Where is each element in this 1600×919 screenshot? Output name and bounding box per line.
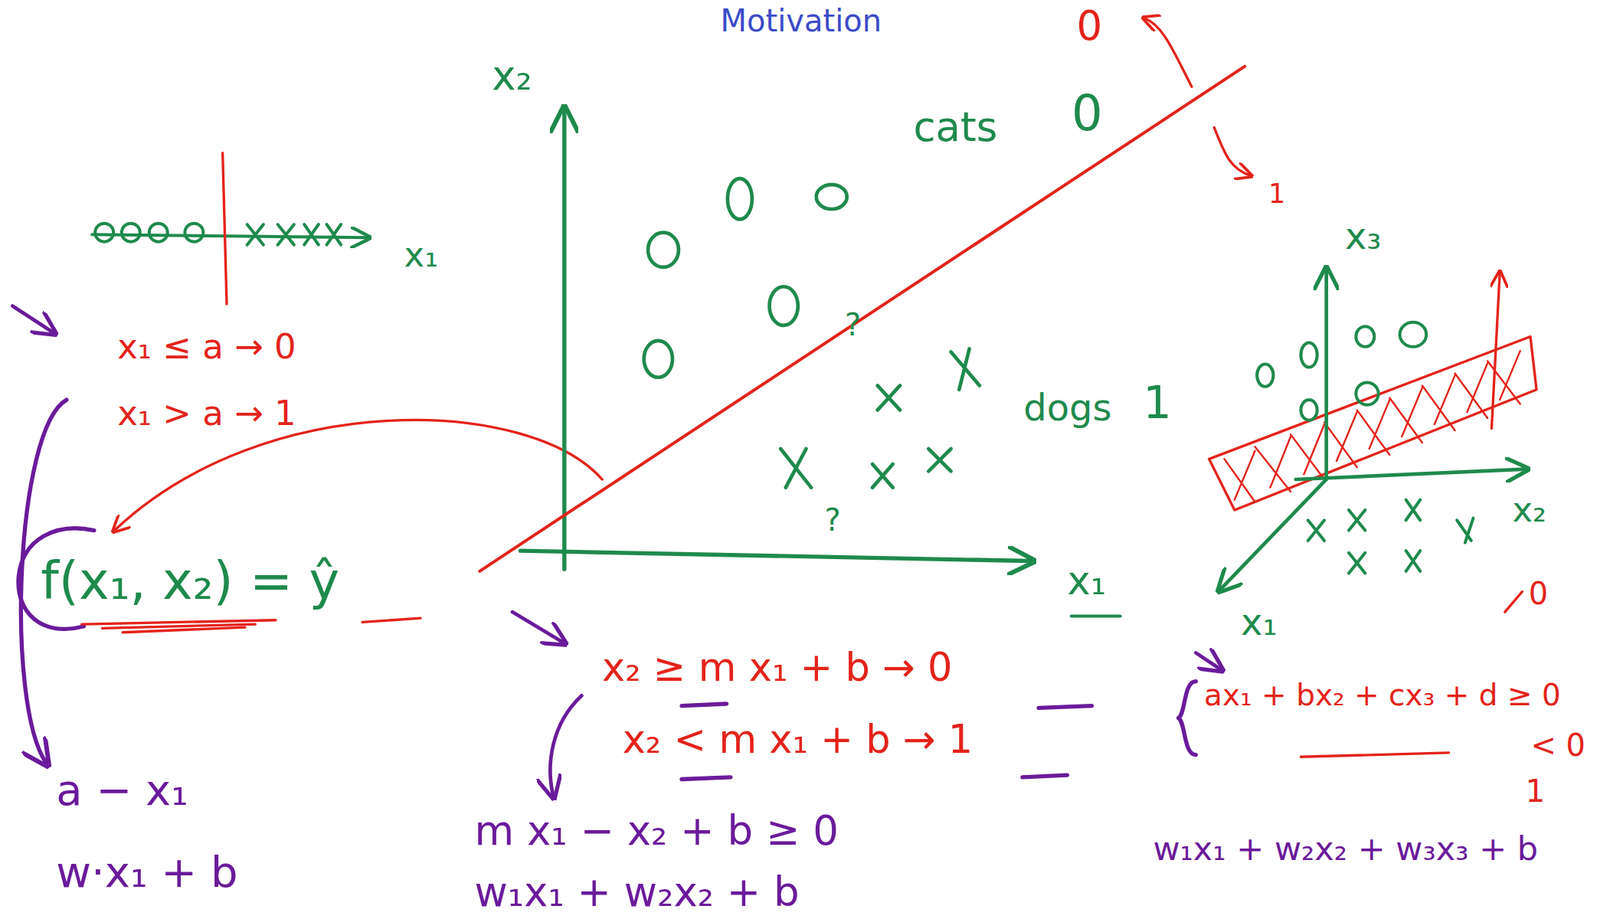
expression: w₁x₁ + w₂x₂ + w₃x₃ + b bbox=[1152, 830, 1538, 868]
normal-arrow bbox=[1491, 273, 1500, 429]
axis-label: x₃ bbox=[1344, 215, 1382, 258]
pointer-arrow bbox=[549, 695, 582, 796]
small-arrow bbox=[1505, 591, 1523, 612]
axis-label: x₁ bbox=[1067, 559, 1107, 605]
expression: m x₁ − x₂ + b ≥ 0 bbox=[474, 808, 839, 855]
plane-hatch bbox=[1224, 350, 1521, 502]
axis-label: x₂ bbox=[1511, 490, 1547, 531]
cat-points bbox=[1256, 322, 1427, 421]
pointer-arrow bbox=[1195, 652, 1221, 669]
axis-label: x₁ bbox=[1240, 601, 1278, 644]
threshold-line bbox=[222, 153, 227, 305]
three-d-axes bbox=[1220, 270, 1525, 590]
class-name: dogs bbox=[1023, 386, 1112, 429]
pointer-arrow bbox=[512, 611, 564, 643]
rule: ax₁ + bx₂ + cx₃ + d ≥ 0 bbox=[1204, 678, 1561, 714]
dog-points bbox=[780, 348, 980, 488]
query-mark: ? bbox=[824, 502, 841, 538]
rule: x₁ ≤ a → 0 bbox=[117, 327, 297, 367]
brace bbox=[1178, 681, 1197, 756]
one-d-axis bbox=[91, 223, 368, 246]
function: f(x₁, x₂) = ŷ bbox=[40, 552, 340, 612]
dog-points bbox=[1308, 500, 1474, 574]
class-label: 0 bbox=[1528, 575, 1548, 612]
class-label: 1 bbox=[1142, 376, 1172, 429]
rule: x₂ ≥ m x₁ + b → 0 bbox=[602, 645, 953, 691]
rule: < 0 bbox=[1530, 727, 1586, 763]
callout-curve bbox=[114, 419, 603, 531]
region-arrow bbox=[1213, 127, 1250, 176]
region-arrow bbox=[1145, 18, 1192, 87]
plane bbox=[1209, 337, 1538, 511]
class-label: 1 bbox=[1525, 773, 1545, 809]
cat-points bbox=[644, 178, 848, 378]
class-label: 0 bbox=[1076, 3, 1103, 50]
rule: x₂ < m x₁ + b → 1 bbox=[622, 717, 973, 763]
slide-title: Motivation bbox=[720, 3, 883, 39]
axis-label: x₂ bbox=[491, 52, 533, 100]
scribble bbox=[81, 618, 421, 633]
expression: w·x₁ + b bbox=[55, 847, 238, 897]
class-label: 0 bbox=[1071, 85, 1103, 143]
decision-line bbox=[479, 66, 1245, 572]
class-label: 1 bbox=[1268, 178, 1286, 210]
pointer-arrow bbox=[12, 306, 53, 334]
expression: w₁x₁ + w₂x₂ + b bbox=[474, 869, 800, 917]
rule: x₁ > a → 1 bbox=[117, 393, 297, 434]
expression: a − x₁ bbox=[55, 765, 188, 815]
two-d-axes bbox=[520, 110, 1121, 617]
underline bbox=[1300, 752, 1449, 757]
class-name: cats bbox=[912, 104, 998, 151]
axis-label: x₁ bbox=[404, 235, 439, 275]
query-mark: ? bbox=[844, 307, 861, 343]
